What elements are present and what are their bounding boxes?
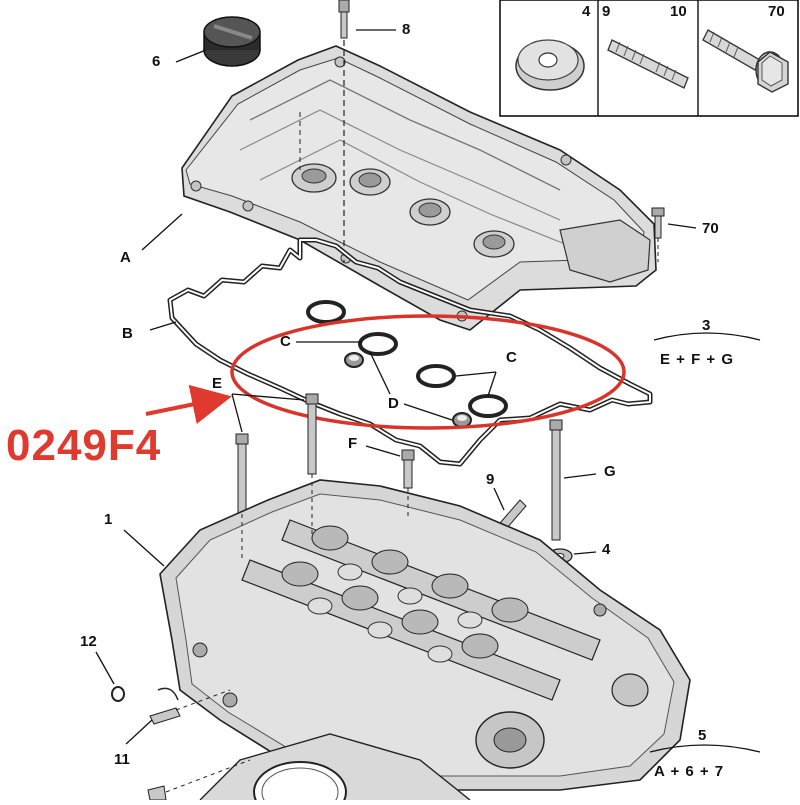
bolt-8 <box>338 0 350 39</box>
dashed-guides <box>165 474 409 793</box>
kit-5-formula: A + 6 + 7 <box>654 763 725 780</box>
inset-label-70: 70 <box>768 3 785 20</box>
inset-label-10: 10 <box>670 3 687 20</box>
bolt-f <box>401 449 415 489</box>
kit-5-number: 5 <box>698 727 707 744</box>
callout-8: 8 <box>402 21 411 38</box>
callout-6: 6 <box>152 53 161 70</box>
head-gasket <box>199 733 471 805</box>
callout-11: 11 <box>114 751 130 768</box>
leader-lines <box>95 29 697 745</box>
inset-parts-box <box>499 0 799 117</box>
sleeve-11 <box>147 687 181 801</box>
callout-1: 1 <box>104 511 113 528</box>
callout-C-right: C <box>506 349 517 366</box>
bolt-g <box>549 419 563 541</box>
bolt-70 <box>651 207 665 262</box>
kit-3-formula: E + F + G <box>660 351 735 368</box>
highlight-arrow <box>145 384 232 425</box>
oring-12 <box>111 686 125 702</box>
inset-label-4: 4 <box>582 3 591 20</box>
callout-C-left: C <box>280 333 291 350</box>
callout-G: G <box>604 463 616 480</box>
washer-icon <box>515 39 585 91</box>
callout-B: B <box>122 325 133 342</box>
kit-3-number: 3 <box>702 317 711 334</box>
flange-bolt-icon <box>702 29 789 93</box>
reference-code: 0249F4 <box>6 421 162 470</box>
callout-70: 70 <box>702 220 719 237</box>
callout-12: 12 <box>80 633 97 650</box>
valve-cover <box>181 10 657 331</box>
oil-filler-cap <box>203 16 261 67</box>
callout-F: F <box>348 435 358 452</box>
kit-underlines <box>649 332 761 753</box>
callout-E: E <box>212 375 223 392</box>
callout-D: D <box>388 395 399 412</box>
highlight-ellipse <box>230 314 626 430</box>
stud-icon <box>607 39 689 89</box>
inset-label-9: 9 <box>602 3 611 20</box>
callout-4: 4 <box>602 541 611 558</box>
callout-9: 9 <box>486 471 495 488</box>
cylinder-head <box>159 479 691 791</box>
callout-A: A <box>120 249 131 266</box>
